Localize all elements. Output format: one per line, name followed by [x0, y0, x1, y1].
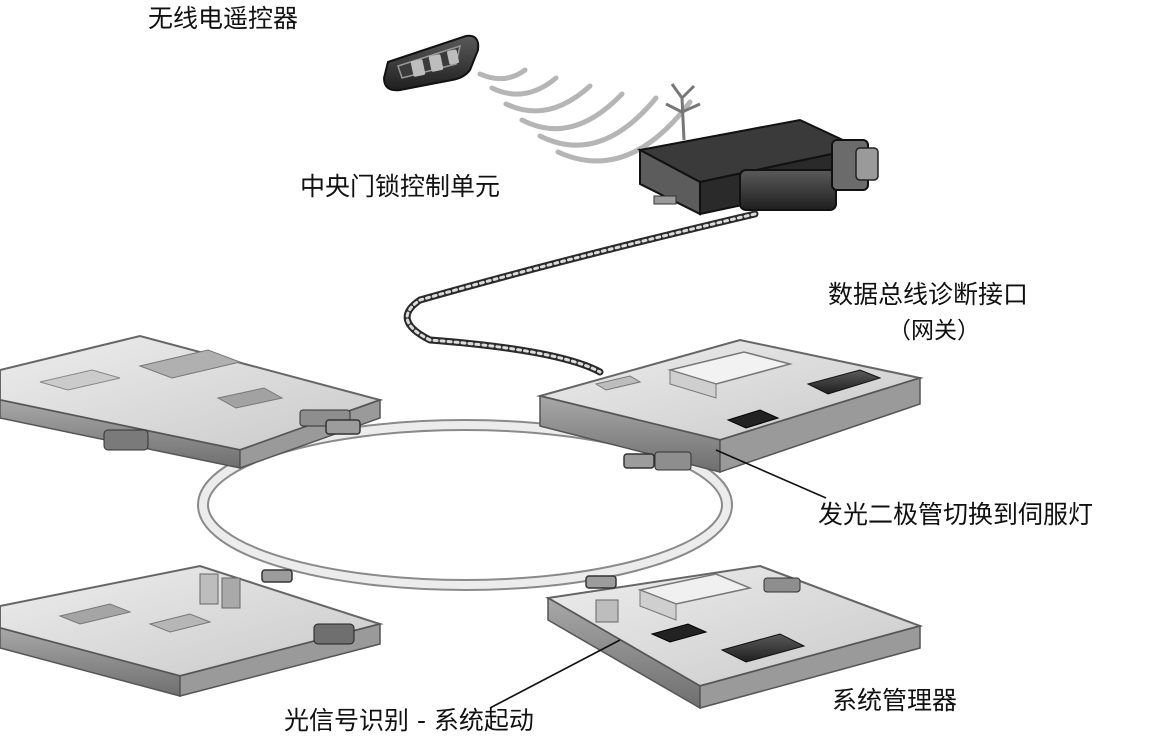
central-lock-unit-icon	[637, 83, 879, 216]
label-led-switch: 发光二极管切换到伺服灯	[818, 500, 1094, 529]
leader-lines	[489, 449, 827, 709]
label-gateway-paren: （网关）	[888, 318, 980, 344]
remote-key-fob-icon	[382, 34, 480, 92]
control-module-board-top-left	[0, 334, 384, 470]
label-diagnostic-gateway: 数据总线诊断接口	[828, 280, 1029, 309]
system-manager-board	[545, 564, 924, 710]
ring-connectors	[261, 419, 655, 589]
label-system-manager: 系统管理器	[832, 686, 958, 715]
gateway-module-board	[536, 338, 924, 474]
label-optical-signal: 光信号识别 - 系统起动	[284, 706, 534, 735]
label-central-lock-unit: 中央门锁控制单元	[300, 172, 501, 201]
data-cable	[403, 210, 759, 376]
radio-wave-icon	[477, 67, 693, 164]
label-wireless-remote: 无线电遥控器	[148, 4, 299, 33]
optical-ring	[197, 419, 733, 591]
control-module-board-bottom-left	[0, 564, 384, 697]
